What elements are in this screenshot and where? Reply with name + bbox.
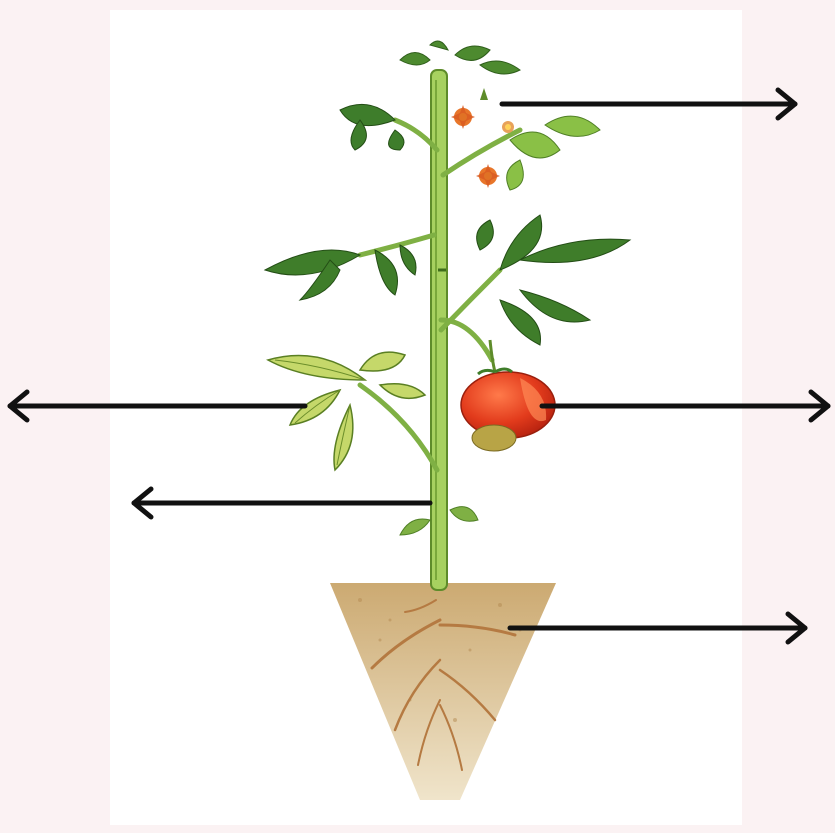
fruit-arrow: [542, 392, 828, 420]
leaf-arrow: [10, 392, 305, 420]
middle-right-leaf: [477, 215, 630, 345]
upper-right-leaf: [507, 116, 600, 190]
leaf: [268, 352, 425, 470]
middle-left-leaf: [265, 245, 416, 300]
top-leaf-cluster: [400, 41, 520, 74]
stem-arrow: [134, 489, 430, 517]
fruit: [461, 340, 555, 451]
upper-left-leaf: [340, 104, 404, 150]
arrows: [10, 90, 828, 642]
flower-arrow: [502, 90, 795, 118]
root-arrow: [510, 614, 805, 642]
